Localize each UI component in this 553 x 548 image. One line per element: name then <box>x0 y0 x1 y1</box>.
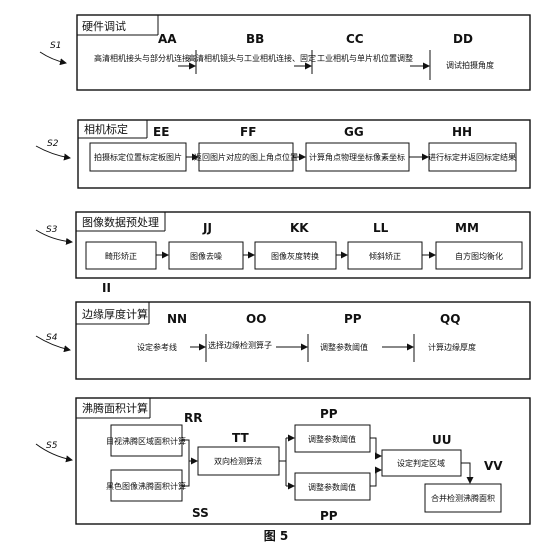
process-box-vv <box>424 483 502 513</box>
flow-arrow <box>370 466 382 487</box>
stage-title-s4: 边缘厚度计算 <box>82 307 148 321</box>
step-label-s2: S2 <box>47 139 59 149</box>
node-text-pp: 调整参数阈值 <box>320 342 368 352</box>
node-label-uu: UU <box>432 433 452 447</box>
stage-title-s1: 硬件调试 <box>82 20 126 33</box>
node-label-mm: MM <box>455 221 479 235</box>
stage-s3: S3 图像数据预处理 JJ KK LL MM II 畸形矫正 图像去噪 图像灰度… <box>35 211 531 295</box>
node-text-rr: 目视沸腾区域面积计算 <box>106 436 186 446</box>
node-label-pp: PP <box>344 312 362 326</box>
node-text-gg: 计算角点物理坐标像素坐标 <box>309 152 405 162</box>
node-label-ee: EE <box>153 125 169 139</box>
node-label-hh: HH <box>452 125 472 139</box>
node-label-oo: OO <box>246 312 266 326</box>
node-text-ss: 黑色图像沸腾面积计算 <box>106 481 186 491</box>
node-text-pp-upper: 调整参数阈值 <box>308 434 356 444</box>
stage-s2: S2 相机标定 EE FF GG HH 拍摄标定位置标定板图片 返回图片对应的图… <box>35 119 531 189</box>
node-text-pp-lower: 调整参数阈值 <box>308 482 356 492</box>
node-text-ll: 倾斜矫正 <box>369 251 401 261</box>
stage-frame-s3 <box>75 211 531 279</box>
node-text-ii: 畸形矫正 <box>105 251 137 261</box>
node-label-qq: QQ <box>440 312 460 326</box>
node-label-vv: VV <box>484 459 503 473</box>
node-label-tt: TT <box>232 431 249 445</box>
node-text-ff: 返回图片对应的图上角点位置 <box>194 152 298 162</box>
step-label-s5: S5 <box>46 441 58 451</box>
step-curve-arrow-s4 <box>35 335 71 353</box>
step-curve-arrow-s1 <box>39 51 67 66</box>
stage-frame-s2 <box>77 119 531 189</box>
node-text-dd: 调试拍摄角度 <box>446 60 494 70</box>
node-text-aa: 高清相机接头与部分机连接 <box>94 53 190 63</box>
node-text-qq: 计算边缘厚度 <box>428 342 476 352</box>
node-label-jj: JJ <box>202 221 212 235</box>
node-text-hh: 进行标定并返回标定结果 <box>428 152 516 162</box>
node-text-oo: 选择边缘检测算子 <box>208 340 272 350</box>
node-text-tt: 双向检测算法 <box>214 456 262 466</box>
node-label-pp-lower: PP <box>320 509 338 523</box>
stage-s5: S5 沸腾面积计算 RR SS TT PP PP UU VV 目视沸腾区域面积计… <box>35 397 531 525</box>
node-label-bb: BB <box>246 32 264 46</box>
node-text-jj: 图像去噪 <box>190 251 222 261</box>
flow-arrow <box>370 437 382 460</box>
step-curve-arrow-s2 <box>35 145 71 161</box>
node-text-vv: 合并检测沸腾面积 <box>431 493 495 503</box>
stage-title-s2: 相机标定 <box>84 122 128 136</box>
node-label-kk: KK <box>290 221 309 235</box>
node-text-nn: 设定参考线 <box>137 342 177 352</box>
node-label-ss: SS <box>192 506 209 520</box>
step-label-s3: S3 <box>46 225 58 235</box>
node-label-ff: FF <box>240 125 256 139</box>
step-curve-arrow-s5 <box>35 443 73 463</box>
node-text-mm: 自方图均衡化 <box>455 251 503 261</box>
node-label-cc: CC <box>346 32 364 46</box>
connector <box>182 439 190 487</box>
step-label-s1: S1 <box>50 41 61 51</box>
node-text-bb: 高清相机镜头与工业相机连接、固定 <box>188 53 316 63</box>
node-text-uu: 设定判定区域 <box>397 458 445 468</box>
node-text-ee: 拍摄标定位置标定板图片 <box>94 152 182 162</box>
node-label-nn: NN <box>167 312 187 326</box>
process-box-hh <box>428 142 517 172</box>
process-box-mm <box>435 241 523 270</box>
stage-title-s3: 图像数据预处理 <box>82 215 159 229</box>
step-label-s4: S4 <box>46 333 58 343</box>
node-text-kk: 图像灰度转换 <box>271 251 319 261</box>
figure-caption: 图 5 <box>264 529 289 543</box>
stage-title-s5: 沸腾面积计算 <box>82 401 148 415</box>
node-label-pp-upper: PP <box>320 407 338 421</box>
stage-frame-s1 <box>76 14 531 91</box>
stage-s4: S4 边缘厚度计算 NN OO PP QQ 设定参考线 选择边缘检测算子 调整参… <box>35 301 531 380</box>
node-text-cc: 工业相机与单片机位置调整 <box>317 53 413 63</box>
node-label-ii: II <box>102 281 111 295</box>
node-label-aa: AA <box>158 32 177 46</box>
node-label-dd: DD <box>453 32 473 46</box>
node-label-rr: RR <box>184 411 202 425</box>
node-label-gg: GG <box>344 125 364 139</box>
stage-frame-s4 <box>75 301 531 380</box>
stage-s1: S1 硬件调试 AA BB CC DD 高清相机接头与部分机连接 高清相机镜头与… <box>39 14 531 91</box>
flow-arrow <box>461 462 474 484</box>
step-curve-arrow-s3 <box>35 229 73 245</box>
stage-frame-s5 <box>75 397 531 525</box>
node-label-ll: LL <box>373 221 389 235</box>
